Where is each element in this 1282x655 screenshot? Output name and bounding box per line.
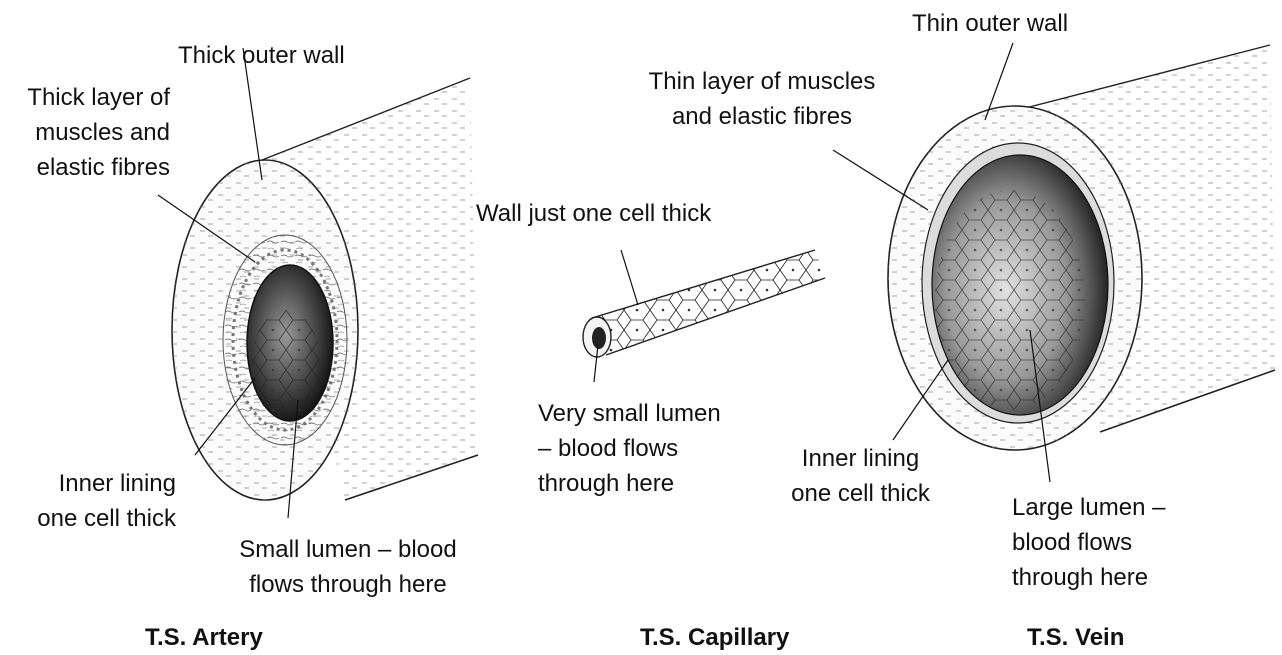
artery-muscle-line-1: Thick layer of bbox=[8, 80, 170, 115]
artery-lumen-line-1: Small lumen – blood bbox=[225, 532, 471, 567]
artery-caption: T.S. Artery bbox=[145, 624, 263, 652]
capillary-lumen-line-2: – blood flows bbox=[538, 431, 721, 466]
vein-lumen-line-1: Large lumen – bbox=[1012, 490, 1165, 525]
vein-lumen-line-2: blood flows bbox=[1012, 525, 1165, 560]
capillary-drawing bbox=[583, 250, 825, 357]
vein-lining-label: Inner lining one cell thick bbox=[778, 441, 943, 511]
artery-lumen-line-2: flows through here bbox=[225, 567, 471, 602]
artery-muscle-line-3: elastic fibres bbox=[8, 150, 170, 185]
vein-outer-wall-label: Thin outer wall bbox=[912, 6, 1068, 41]
vein-lumen-label: Large lumen – blood flows through here bbox=[1012, 490, 1165, 595]
artery-lumen-label: Small lumen – blood flows through here bbox=[225, 532, 471, 602]
leader-capillary-wall bbox=[621, 250, 638, 305]
artery-drawing bbox=[172, 78, 478, 500]
capillary-lumen-line-1: Very small lumen bbox=[538, 396, 721, 431]
vein-muscle-label: Thin layer of muscles and elastic fibres bbox=[632, 64, 892, 134]
artery-lining-line-1: Inner lining bbox=[0, 466, 176, 501]
vein-muscle-line-2: and elastic fibres bbox=[632, 99, 892, 134]
vein-lumen-line-3: through here bbox=[1012, 560, 1165, 595]
artery-outer-wall-label: Thick outer wall bbox=[178, 38, 345, 73]
vein-caption: T.S. Vein bbox=[1027, 624, 1124, 652]
capillary-caption: T.S. Capillary bbox=[640, 624, 789, 652]
vein-muscle-line-1: Thin layer of muscles bbox=[632, 64, 892, 99]
vein-lining-line-1: Inner lining bbox=[778, 441, 943, 476]
artery-lining-line-2: one cell thick bbox=[0, 501, 176, 536]
capillary-lumen-line-3: through here bbox=[538, 466, 721, 501]
artery-lining-label: Inner lining one cell thick bbox=[0, 466, 176, 536]
capillary-lumen bbox=[592, 327, 606, 349]
capillary-lumen-label: Very small lumen – blood flows through h… bbox=[538, 396, 721, 501]
capillary-tube bbox=[592, 250, 825, 355]
capillary-wall-label: Wall just one cell thick bbox=[476, 196, 711, 231]
vein-drawing bbox=[888, 45, 1275, 450]
artery-muscle-label: Thick layer of muscles and elastic fibre… bbox=[8, 80, 170, 185]
artery-muscle-line-2: muscles and bbox=[8, 115, 170, 150]
vein-lining-line-2: one cell thick bbox=[778, 476, 943, 511]
